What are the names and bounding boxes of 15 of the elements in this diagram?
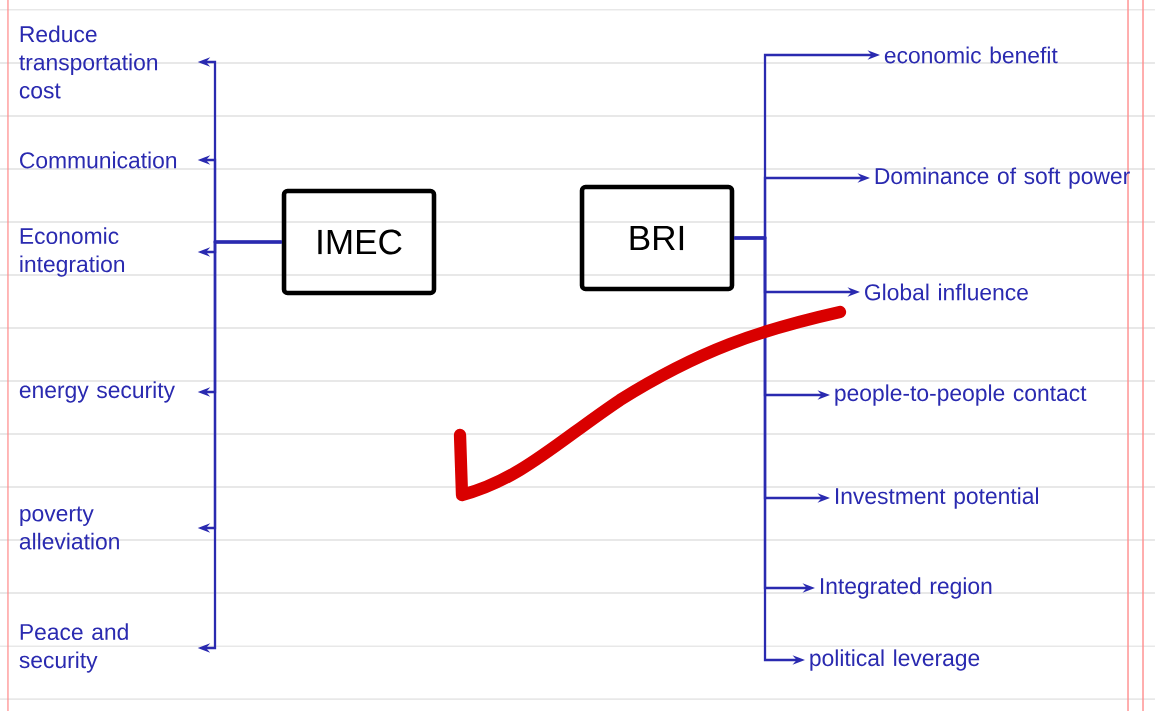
- label-text: political leverage: [810, 649, 980, 671]
- label-text: Communication: [20, 151, 177, 169]
- label-text: people-to-people contact: [835, 384, 1087, 406]
- label-text: Integrated region: [821, 577, 992, 599]
- label-text: Investment potential: [836, 487, 1038, 509]
- label-text: poverty alleviation: [19, 506, 119, 550]
- label-text: energy security: [19, 381, 175, 403]
- label-text: Dominance of soft power: [875, 167, 1130, 189]
- label-text: Global influence: [865, 283, 1028, 301]
- label-text: Economic integration: [20, 227, 125, 277]
- label-text: Peace and security: [19, 623, 128, 673]
- label-text: economic benefit: [884, 46, 1058, 64]
- labeled-box: BRI: [579, 184, 735, 292]
- labeled-box: IMEC: [281, 188, 437, 296]
- label-text: Reduce transportation cost: [19, 25, 158, 99]
